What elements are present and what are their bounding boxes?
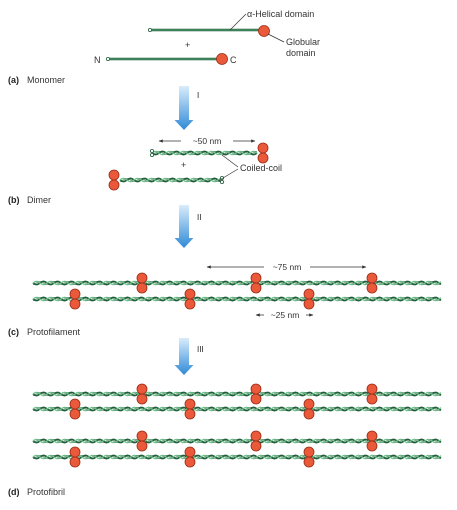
step-1-arrow (174, 86, 194, 130)
dimer-top-coil-strand-b (151, 150, 258, 156)
protofilament-short-label-bg (264, 309, 306, 321)
protofibril-b-upper-head-pair-2-bottom (250, 440, 262, 452)
protofilament-upper-head-pair-3-top (366, 272, 378, 284)
dimer-top-tail-1 (149, 148, 154, 153)
protofilament-lower-head-pair-2-top (184, 288, 196, 300)
dimer-panel: ~50 nm + Coiled-coil (b) Dimer (8, 135, 282, 205)
dimer-caption: Dimer (27, 195, 51, 205)
protofibril-a-lower-coil-strand-a (32, 406, 442, 412)
coiled-coil-leader-upper (221, 154, 239, 168)
protofilament-lower-head-pair-1-bottom (69, 298, 81, 310)
protofibril-part-letter: (d) (8, 487, 20, 497)
globular-domain-leader (267, 33, 285, 43)
coiled-coil-label: Coiled-coil (240, 163, 282, 173)
monomer-bottom-n-end (106, 57, 111, 62)
protofilament-upper-head-pair-3-bottom (366, 282, 378, 294)
dimer-length-label: ~50 nm (193, 136, 222, 146)
monomer-top-globular-head (258, 25, 270, 37)
step-1-label: I (197, 91, 199, 100)
protofibril-a-upper-head-pair-1-bottom (136, 393, 148, 405)
protofilament-upper-head-pair-1-bottom (136, 282, 148, 294)
monomer-part-letter: (a) (8, 75, 19, 85)
protofilament-upper-head-pair-2-bottom (250, 282, 262, 294)
dimer-bottom-coil-strand-c (119, 178, 223, 182)
protofibril-a-upper-head-pair-2-bottom (250, 393, 262, 405)
c-terminus-label: C (230, 55, 237, 65)
step-2-label: II (197, 213, 201, 222)
protofibril-a-upper-head-pair-1-top (136, 383, 148, 395)
step-3-arrow (174, 338, 194, 375)
protofibril-b-lower-head-pair-3-bottom (303, 456, 315, 468)
protofilament-lower-coil-strand-a (32, 296, 442, 302)
protofilament-caption: Protofilament (27, 327, 81, 337)
protofibril-a-lower-head-pair-1-bottom (69, 408, 81, 420)
protofibril-b-lower-head-pair-1-bottom (69, 456, 81, 468)
helical-domain-leader (229, 13, 247, 31)
protofibril-a-lower-head-pair-2-bottom (184, 408, 196, 420)
helical-domain-label: α-Helical domain (247, 9, 314, 19)
protofilament-long-label: ~75 nm (273, 262, 302, 272)
dimer-top-tail-2 (149, 152, 154, 157)
dimer-part-letter: (b) (8, 195, 20, 205)
step-2-arrow (174, 205, 194, 248)
protofilament-panel: ~75 nm ~25 nm (c) Protofilament (8, 261, 367, 337)
coiled-coil-leader-lower (217, 168, 239, 182)
monomer-plus-sign: + (185, 40, 190, 50)
protofibril-b-lower-coil-strand-c (32, 455, 442, 459)
dimer-bottom-head-pair-top (108, 169, 120, 181)
monomer-caption: Monomer (27, 75, 65, 85)
dimer-top-coil-strand-a (151, 150, 258, 156)
globular-domain-label-line1: Globular (286, 37, 320, 47)
dimer-plus-sign: + (181, 160, 186, 170)
protofibril-b-upper-head-pair-1-top (136, 430, 148, 442)
dimer-bottom-tail-2 (219, 179, 224, 184)
dimer-length-label-bg (181, 135, 233, 147)
protofibril-panel: (d) Protofibril (8, 487, 65, 497)
protofibril-b-lower-coil-strand-a (32, 454, 442, 460)
n-terminus-label: N (94, 55, 101, 65)
assembly-geometry (32, 25, 442, 468)
protofilament-short-label: ~25 nm (271, 310, 300, 320)
dimer-top-head-pair-top (257, 142, 269, 154)
protofibril-a-lower-head-pair-3-bottom (303, 408, 315, 420)
dimer-bottom-head-pair-bottom (108, 179, 120, 191)
protofibril-a-lower-head-pair-1-top (69, 398, 81, 410)
protofibril-b-upper-head-pair-2-top (250, 430, 262, 442)
step-3-label: III (197, 345, 204, 354)
protofibril-a-lower-coil-strand-c (32, 407, 442, 411)
protofilament-lower-coil-strand-c (32, 297, 442, 301)
monomer-bottom-globular-head (216, 53, 228, 65)
globular-domain-label-line2: domain (286, 48, 316, 58)
protofilament-lower-head-pair-3-bottom (303, 298, 315, 310)
protofibril-b-lower-head-pair-2-top (184, 446, 196, 458)
protofibril-a-upper-head-pair-2-top (250, 383, 262, 395)
protofilament-lower-head-pair-1-top (69, 288, 81, 300)
protofilament-long-label-bg (264, 261, 310, 273)
dimer-top-head-pair-bottom (257, 152, 269, 164)
protofilament-upper-head-pair-1-top (136, 272, 148, 284)
monomer-top-n-end (147, 27, 152, 32)
protofibril-a-lower-head-pair-2-top (184, 398, 196, 410)
monomer-panel: + α-Helical domain Globular domain N C (… (8, 9, 320, 85)
protofibril-b-lower-head-pair-3-top (303, 446, 315, 458)
protofibril-b-lower-head-pair-1-top (69, 446, 81, 458)
protofibril-caption: Protofibril (27, 487, 65, 497)
protofibril-a-upper-head-pair-3-bottom (366, 393, 378, 405)
protofibril-a-lower-head-pair-3-top (303, 398, 315, 410)
protofibril-b-lower-head-pair-2-bottom (184, 456, 196, 468)
protofibril-b-upper-head-pair-1-bottom (136, 440, 148, 452)
dimer-top-coil-strand-c (151, 151, 258, 155)
protofibril-b-upper-head-pair-3-top (366, 430, 378, 442)
protofibril-b-upper-head-pair-3-bottom (366, 440, 378, 452)
protofilament-part-letter: (c) (8, 327, 19, 337)
protofilament-lower-head-pair-3-top (303, 288, 315, 300)
protofilament-lower-head-pair-2-bottom (184, 298, 196, 310)
protofilament-upper-head-pair-2-top (250, 272, 262, 284)
protofibril-a-upper-head-pair-3-top (366, 383, 378, 395)
dimer-bottom-coil-strand-b (119, 177, 223, 183)
